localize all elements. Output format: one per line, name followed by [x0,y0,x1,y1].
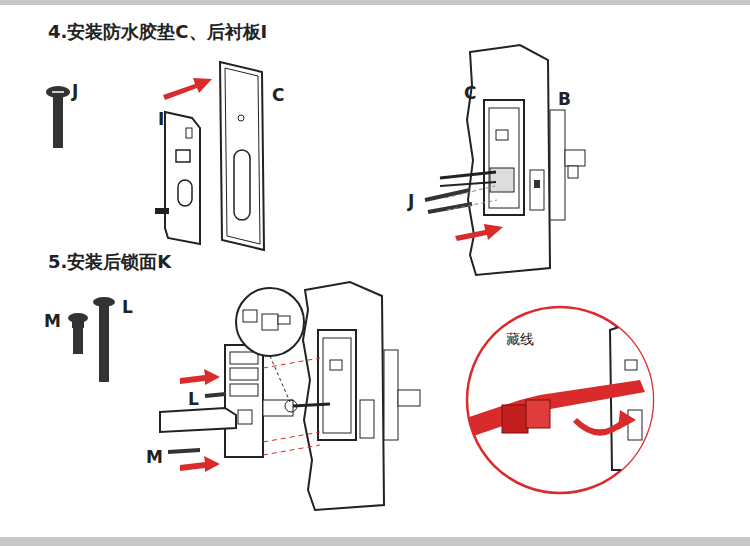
part-label: M [146,448,163,467]
part-label: L [122,298,133,317]
part-label: C [464,84,476,103]
part-label: J [72,82,78,101]
note-label: 藏线 [506,332,534,347]
step-heading: 4.安装防水胶垫C、后衬板I [48,22,267,42]
part-label: L [188,390,199,409]
step-heading: 5.安装后锁面K [48,252,171,272]
part-label: J [408,192,414,211]
part-label: M [44,312,61,331]
part-label: B [558,90,571,109]
part-label: C [272,86,284,105]
part-label: I [158,110,164,129]
